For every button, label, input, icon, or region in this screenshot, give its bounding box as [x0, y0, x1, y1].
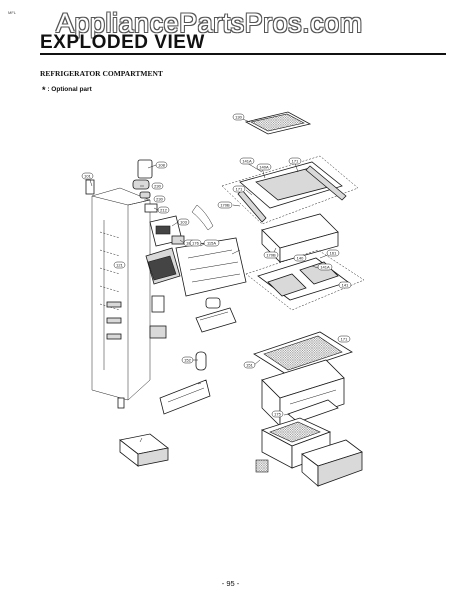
callout: 161	[326, 249, 340, 257]
callout: 171	[232, 185, 246, 193]
bottom-drawer	[301, 439, 363, 487]
svg-text:230: 230	[156, 197, 163, 202]
svg-text:152: 152	[184, 358, 191, 363]
callout: 151	[243, 361, 256, 369]
callout: 130	[232, 113, 245, 121]
callout: 121	[113, 261, 126, 269]
callout: 171	[337, 335, 351, 343]
callout: 140	[293, 254, 307, 262]
svg-text:140A: 140A	[259, 165, 269, 170]
svg-text:141: 141	[342, 283, 349, 288]
svg-text:141A: 141A	[320, 265, 330, 270]
page-title: EXPLODED VIEW	[40, 32, 205, 53]
egg-box	[119, 433, 169, 467]
callout: 230	[151, 182, 164, 190]
callout: 175	[271, 410, 284, 418]
callout: 101	[81, 172, 94, 180]
callout: 152	[181, 356, 194, 364]
control-housing	[132, 159, 214, 247]
page-number: - 95 -	[221, 579, 240, 588]
svg-text:140: 140	[297, 256, 304, 261]
callout: 141A	[317, 263, 333, 271]
callout-labels: 130 141A 171 140A 171 170B 101 108 230 2…	[81, 113, 352, 418]
callout: 176	[189, 239, 202, 247]
svg-text:161: 161	[330, 251, 337, 256]
callout: 115A	[203, 239, 220, 247]
section-heading: REFRIGERATOR COMPARTMENT	[40, 69, 163, 78]
callout: 141	[338, 281, 352, 289]
callout: 171	[288, 157, 302, 165]
title-rule	[40, 53, 446, 55]
cabinet-liner	[85, 179, 151, 401]
svg-text:212: 212	[160, 208, 167, 213]
note-text: : Optional part	[45, 86, 92, 93]
svg-text:103: 103	[180, 220, 187, 225]
callout: 103	[177, 218, 190, 226]
svg-text:130: 130	[235, 115, 242, 120]
svg-text:175: 175	[274, 412, 281, 417]
svg-text:151: 151	[246, 363, 253, 368]
water-tank-assembly	[117, 237, 247, 415]
callout: 170B	[263, 251, 279, 259]
optional-part-note: * : Optional part	[42, 85, 92, 95]
svg-text:101: 101	[84, 174, 91, 179]
callout: 170B	[217, 201, 233, 209]
callout: 230	[153, 195, 166, 203]
svg-text:171: 171	[341, 337, 348, 342]
crisper-cover	[253, 331, 353, 375]
watermark: AppliancePartsPros.com	[56, 8, 363, 38]
callout: 141A	[239, 157, 255, 165]
svg-text:170B: 170B	[220, 203, 230, 208]
callout: 140A	[256, 163, 272, 171]
note-star: *	[42, 85, 46, 95]
svg-text:115A: 115A	[207, 241, 216, 246]
svg-text:121: 121	[116, 263, 123, 268]
top-shelf	[244, 111, 312, 135]
svg-text:171: 171	[292, 159, 299, 164]
svg-text:108: 108	[158, 163, 165, 168]
callout: 212	[157, 206, 170, 214]
svg-text:176: 176	[192, 241, 199, 246]
model-code: MFL	[8, 10, 16, 15]
filter-part	[255, 459, 269, 473]
svg-text:170B: 170B	[266, 253, 276, 258]
callout: 108	[155, 161, 168, 169]
svg-text:230: 230	[154, 184, 161, 189]
svg-text:171: 171	[236, 187, 243, 192]
svg-text:141A: 141A	[242, 159, 252, 164]
upper-shelf-assembly	[221, 155, 359, 225]
